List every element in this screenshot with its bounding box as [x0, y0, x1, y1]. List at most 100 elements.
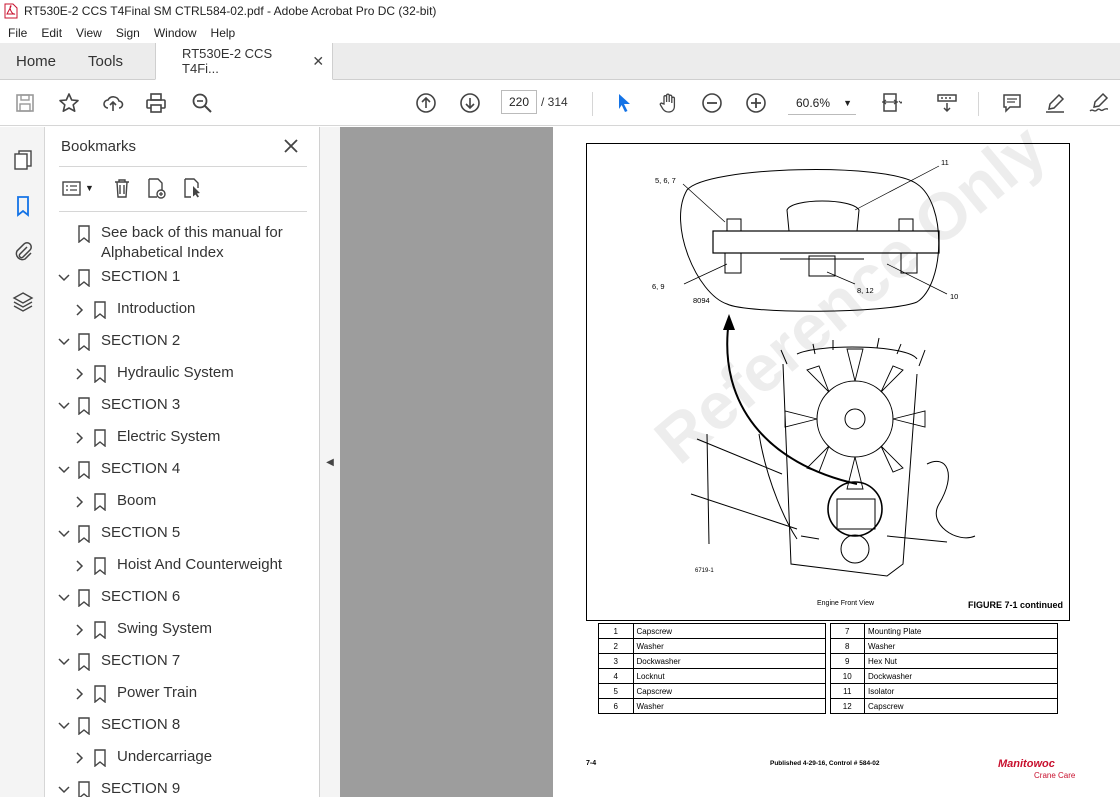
menu-help[interactable]: Help — [210, 25, 236, 40]
pointer-icon[interactable] — [611, 90, 637, 116]
callout-6-9: 6, 9 — [652, 282, 665, 291]
zoom-out-icon[interactable] — [699, 90, 725, 116]
figure-caption-title: FIGURE 7-1 continued — [968, 600, 1064, 610]
pages-thumbnail-icon[interactable] — [10, 147, 36, 173]
bookmark-flag-icon — [78, 333, 90, 351]
part-number: 8 — [829, 638, 866, 654]
bookmark-options-button[interactable]: ▼ — [61, 176, 94, 200]
page-number-input[interactable]: 220 — [501, 90, 537, 114]
page-total: / 314 — [541, 95, 568, 109]
bookmark-label: SECTION 6 — [101, 588, 181, 605]
zoom-in-icon[interactable] — [743, 90, 769, 116]
bookmark-label: SECTION 7 — [101, 652, 181, 669]
zoom-search-icon[interactable] — [189, 90, 215, 116]
bookmark-flag-icon — [94, 749, 106, 767]
part-number: 9 — [829, 653, 866, 669]
chevron-down-icon[interactable] — [57, 527, 71, 541]
figure-caption-view: Engine Front View — [817, 600, 875, 607]
chevron-right-icon[interactable] — [73, 367, 87, 381]
highlight-icon[interactable] — [1042, 90, 1068, 116]
bookmark-label: SECTION 2 — [101, 332, 181, 349]
tab-home[interactable]: Home — [16, 52, 57, 70]
collapse-panel-icon[interactable]: ◀ — [326, 456, 334, 468]
bookmark-search-icon[interactable] — [181, 176, 203, 200]
chevron-right-icon[interactable] — [73, 559, 87, 573]
callout-8-12: 8, 12 — [857, 286, 874, 295]
bookmark-panel-icon[interactable] — [10, 193, 36, 219]
chevron-down-icon[interactable] — [57, 399, 71, 413]
layers-icon[interactable] — [10, 289, 36, 315]
bookmark-flag-icon — [78, 225, 90, 243]
chevron-down-icon[interactable] — [57, 655, 71, 669]
part-description: Washer — [632, 698, 827, 714]
save-icon[interactable] — [12, 90, 38, 116]
bookmark-label: Hydraulic System — [117, 364, 234, 381]
chevron-right-icon[interactable] — [73, 495, 87, 509]
bookmark-label: SECTION 5 — [101, 524, 181, 541]
close-tab-icon[interactable]: ✕ — [312, 52, 325, 69]
bookmarks-panel-title: Bookmarks — [61, 138, 137, 155]
part-description: Washer — [632, 638, 827, 654]
menu-window[interactable]: Window — [153, 25, 197, 40]
upload-icon[interactable] — [100, 90, 126, 116]
menu-file[interactable]: File — [8, 25, 28, 40]
menu-sign[interactable]: Sign — [115, 25, 140, 40]
page-up-icon[interactable] — [413, 90, 439, 116]
chevron-right-icon[interactable] — [73, 751, 87, 765]
tab-document[interactable]: RT530E-2 CCS T4Fi... ✕ — [155, 43, 334, 80]
part-description: Dockwasher — [864, 668, 1058, 684]
star-icon[interactable] — [56, 90, 82, 116]
comment-icon[interactable] — [999, 90, 1025, 116]
chevron-down-icon: ▼ — [85, 183, 94, 193]
delete-bookmark-icon[interactable] — [111, 176, 133, 200]
part-description: Capscrew — [632, 623, 827, 639]
page-footer-published: Published 4-29-16, Control # 584-02 — [770, 760, 880, 767]
fit-page-icon[interactable] — [878, 90, 904, 116]
part-number: 10 — [829, 668, 866, 684]
chevron-right-icon[interactable] — [73, 431, 87, 445]
toolbar-separator — [978, 92, 979, 116]
chevron-down-icon[interactable] — [57, 463, 71, 477]
page-down-icon[interactable] — [457, 90, 483, 116]
bookmark-label: Power Train — [117, 684, 198, 701]
hand-icon[interactable] — [655, 90, 681, 116]
attachments-icon[interactable] — [10, 239, 36, 265]
table-gap — [825, 653, 831, 669]
tab-tools[interactable]: Tools — [88, 52, 124, 70]
menu-bar: File Edit View Sign Window Help — [0, 22, 1120, 43]
panel-splitter[interactable]: ◀ — [320, 127, 340, 797]
bookmark-flag-icon — [94, 621, 106, 639]
bookmark-flag-icon — [78, 269, 90, 287]
tab-bar: Home Tools RT530E-2 CCS T4Fi... ✕ — [0, 43, 1120, 80]
sign-icon[interactable] — [1086, 90, 1112, 116]
zoom-level-select[interactable]: 60.6% ▼ — [788, 91, 856, 115]
scroll-mode-icon[interactable] — [934, 90, 960, 116]
crane-care-logo: Crane Care — [1034, 771, 1076, 780]
chevron-down-icon[interactable] — [57, 591, 71, 605]
part-number: 12 — [829, 698, 866, 714]
acrobat-pdf-icon — [4, 3, 18, 19]
close-panel-icon[interactable] — [281, 136, 301, 156]
chevron-right-icon[interactable] — [73, 687, 87, 701]
print-icon[interactable] — [143, 90, 169, 116]
menu-view[interactable]: View — [76, 25, 102, 40]
part-number: 2 — [598, 638, 634, 654]
chevron-down-icon[interactable] — [57, 271, 71, 285]
chevron-right-icon[interactable] — [73, 303, 87, 317]
table-gap — [825, 683, 831, 699]
chevron-down-icon[interactable] — [57, 783, 71, 797]
bookmark-flag-icon — [78, 717, 90, 735]
new-bookmark-icon[interactable] — [145, 176, 167, 200]
window-title: RT530E-2 CCS T4Final SM CTRL584-02.pdf -… — [24, 4, 437, 18]
chevron-right-icon[interactable] — [73, 623, 87, 637]
menu-edit[interactable]: Edit — [41, 25, 63, 40]
figure-engine-front-view: 5, 6, 7 11 6, 9 8, 12 10 8094 6719-1 — [586, 143, 1070, 621]
part-number: 3 — [598, 653, 634, 669]
part-number: 11 — [829, 683, 866, 699]
bookmark-flag-icon — [78, 781, 90, 797]
chevron-down-icon[interactable] — [57, 719, 71, 733]
chevron-down-icon[interactable] — [57, 335, 71, 349]
